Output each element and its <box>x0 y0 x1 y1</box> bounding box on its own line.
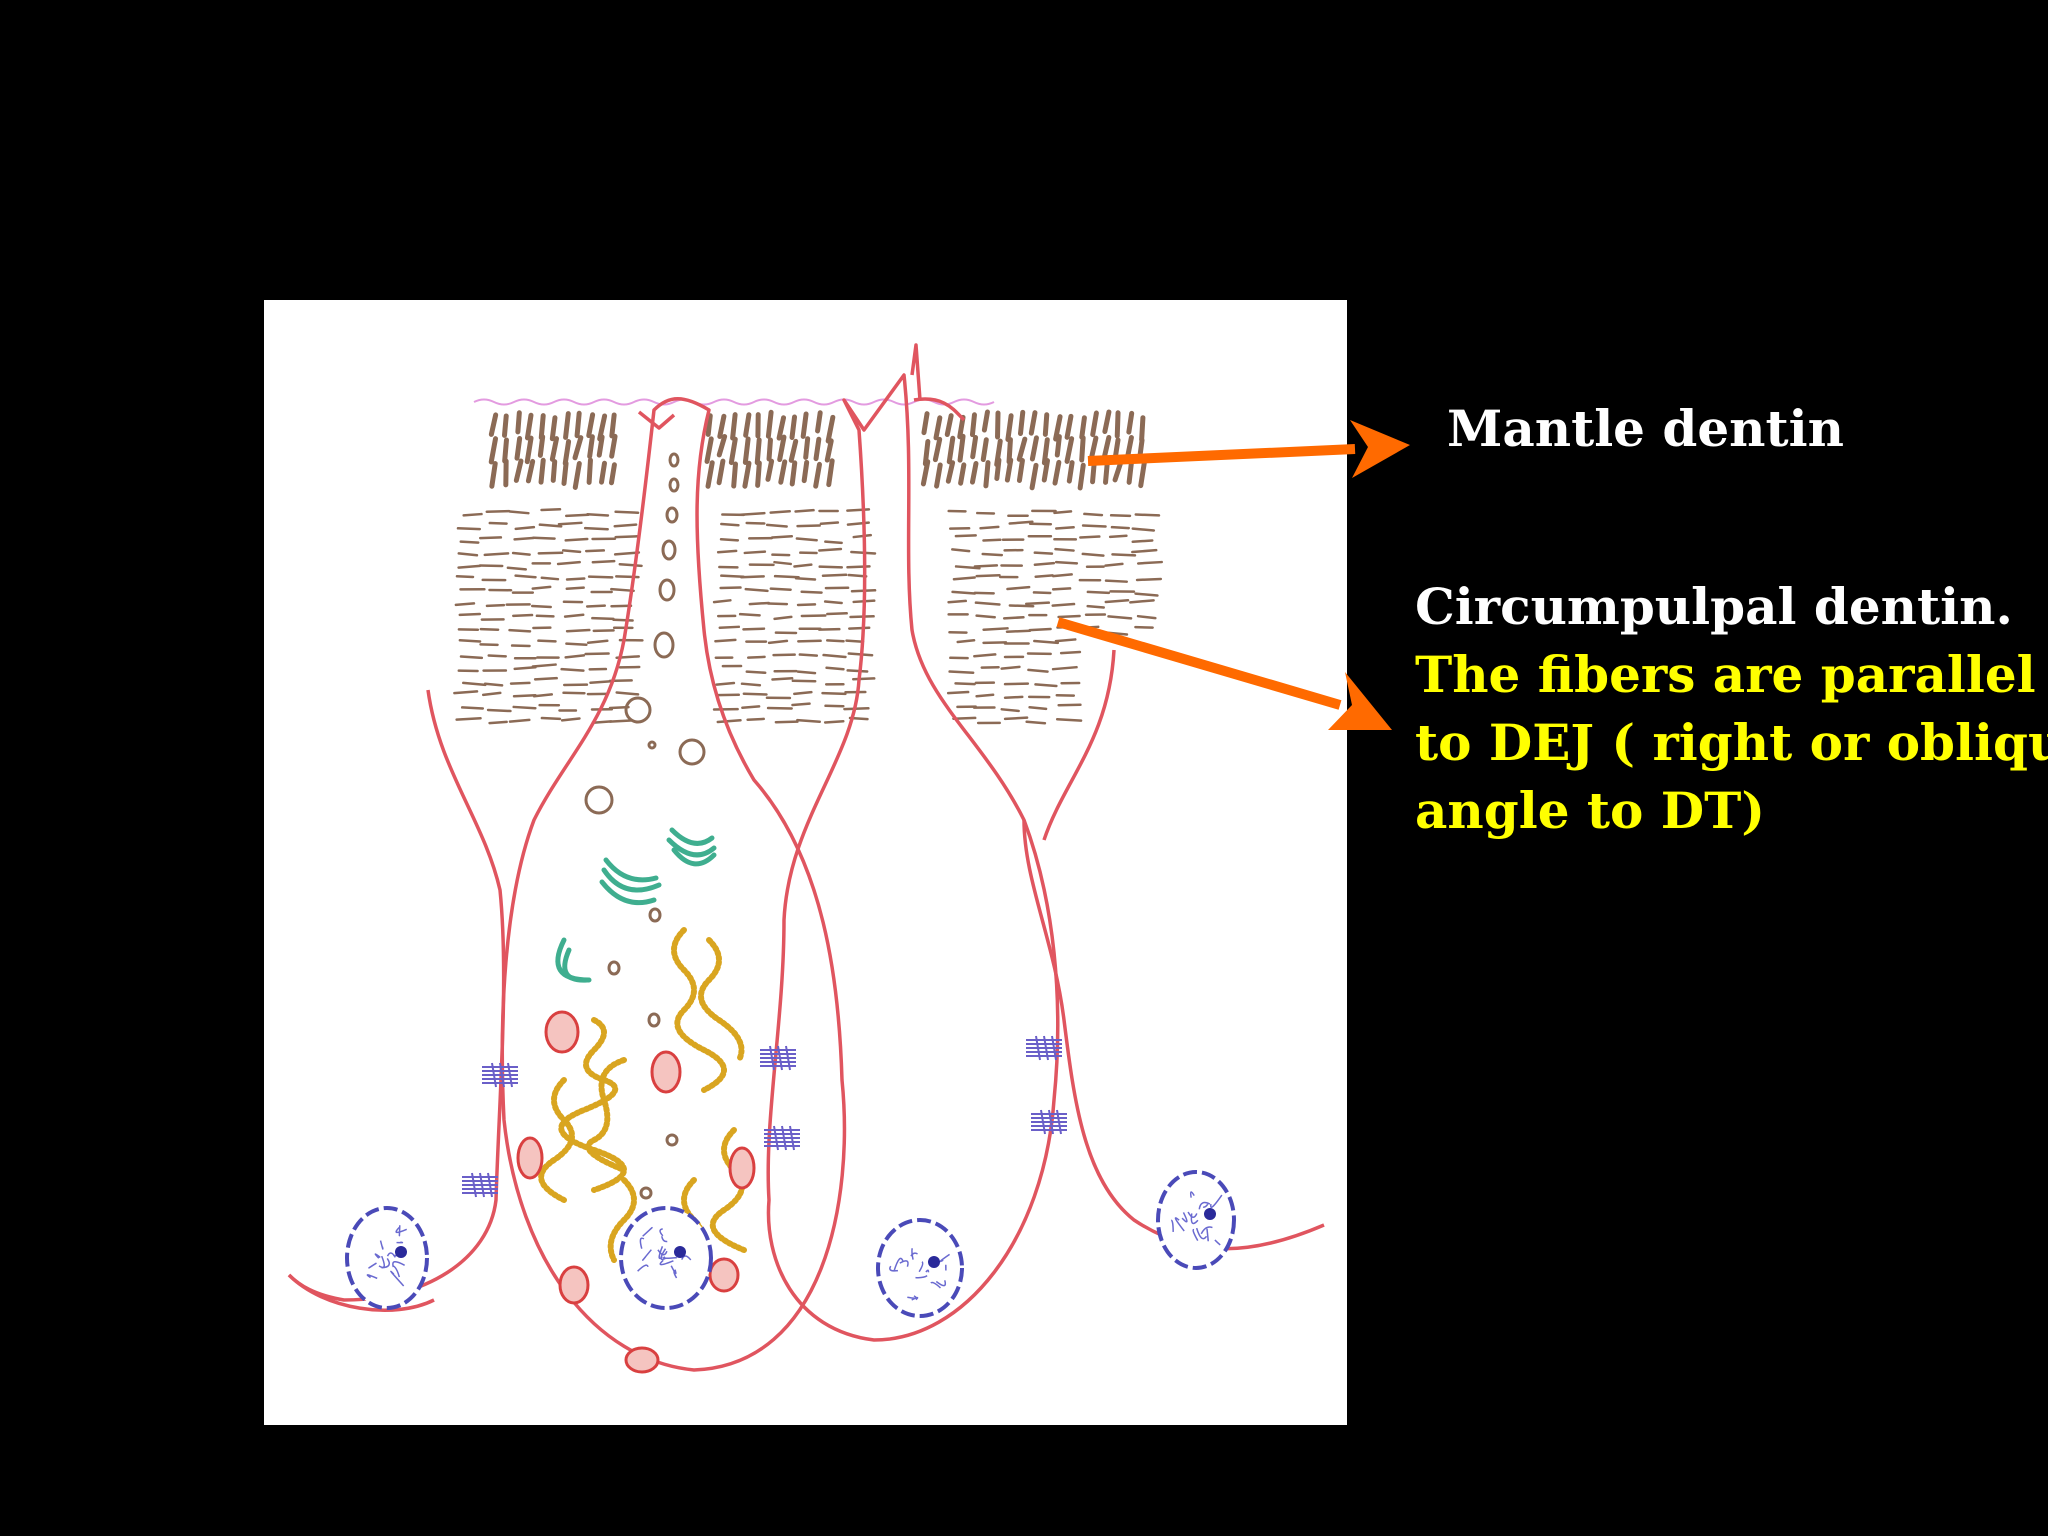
mitochondria <box>516 1010 756 1374</box>
cell-junctions <box>462 1035 1067 1198</box>
main-odontoblast-outline <box>500 397 847 1372</box>
fiber-note-line-1: The fibers are parallel <box>1415 645 2036 704</box>
right-cell-upper <box>1042 649 1116 841</box>
mantle-dentin-fibers <box>488 409 1147 491</box>
left-cell-base <box>287 1273 435 1312</box>
odontoblast-illustration <box>264 300 1347 1425</box>
odontoblast-tall-process <box>910 343 922 401</box>
circumpulpal-dentin-fibers <box>453 508 1163 725</box>
mantle-dentin-label: Mantle dentin <box>1447 399 1844 458</box>
fiber-note-line-3: angle to DT) <box>1415 781 1765 840</box>
middle-cell-outline <box>766 373 1060 1342</box>
circumpulpal-dentin-label-block: Circumpulpal dentin. The fibers are para… <box>1415 573 2048 845</box>
nuclei <box>345 1170 1236 1318</box>
left-cell-outline <box>287 689 506 1302</box>
secretory-vesicles <box>584 452 706 1200</box>
fiber-note-line-2: to DEJ ( right or oblique <box>1415 713 2048 772</box>
rough-endoplasmic-reticulum <box>538 927 747 1263</box>
circumpulpal-dentin-heading: Circumpulpal dentin. <box>1415 577 2013 636</box>
process-tip <box>637 410 676 430</box>
golgi-apparatus <box>555 827 717 983</box>
